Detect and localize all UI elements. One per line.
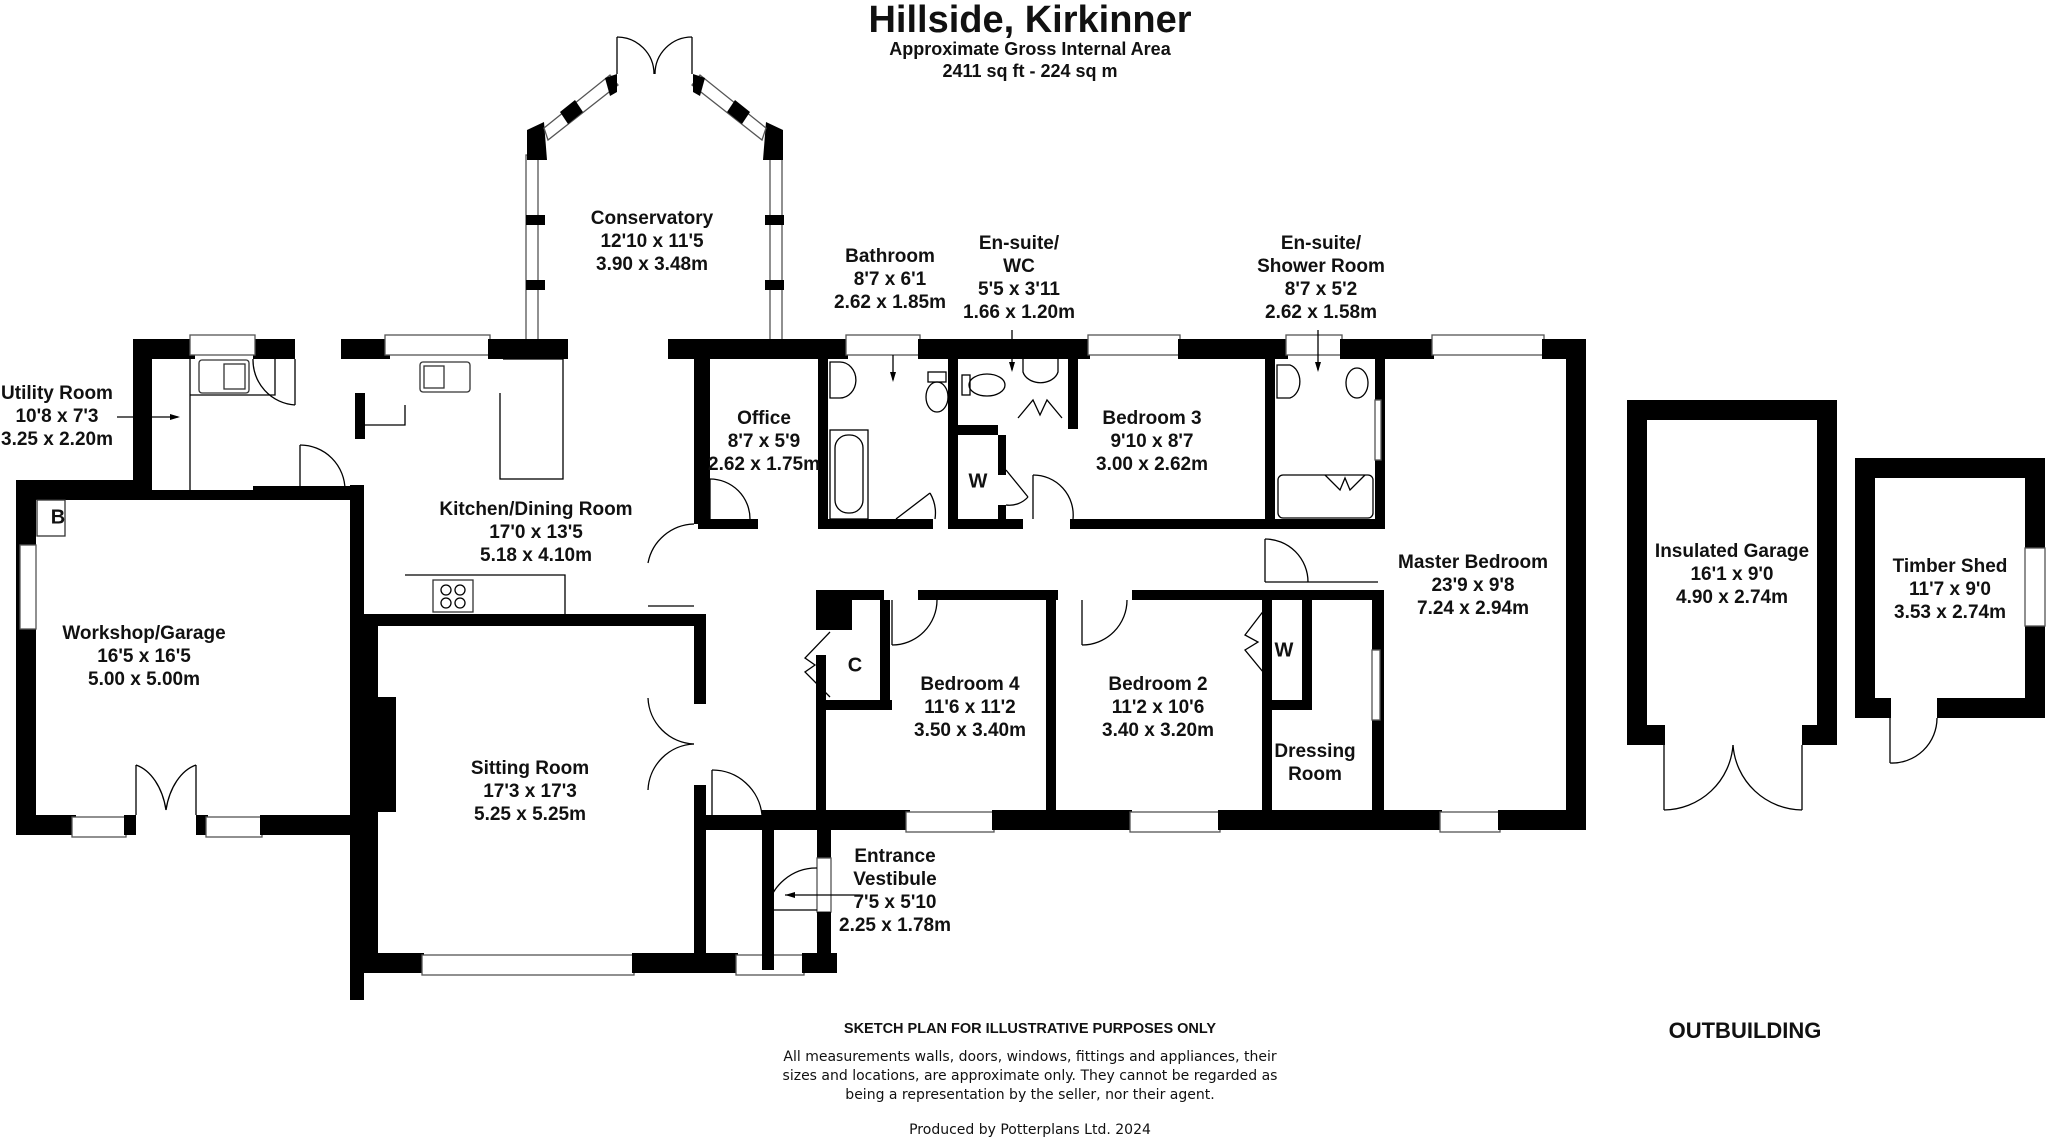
room-label-bathroom: Bathroom 8'7 x 6'1 2.62 x 1.85m: [834, 246, 946, 313]
cupboard-marker: C: [847, 654, 863, 677]
room-label-bedroom-3: Bedroom 3 9'10 x 8'7 3.00 x 2.62m: [1096, 408, 1208, 475]
boiler-marker: B: [50, 506, 66, 529]
room-label-timber-shed: Timber Shed 11'7 x 9'0 3.53 x 2.74m: [1892, 556, 2008, 623]
pointer-arrows: [117, 330, 1321, 420]
room-label-sitting-room: Sitting Room 17'3 x 17'3 5.25 x 5.25m: [470, 758, 590, 825]
room-label-master-bedroom: Master Bedroom 23'9 x 9'8 7.24 x 2.94m: [1398, 552, 1548, 619]
wardrobe-marker-bedroom-3: W: [968, 470, 988, 493]
room-label-ensuite-wc: En-suite/ WC 5'5 x 3'11 1.66 x 1.20m: [963, 233, 1075, 323]
room-label-ensuite-shower: En-suite/ Shower Room 8'7 x 5'2 2.62 x 1…: [1257, 233, 1385, 323]
room-label-bedroom-4: Bedroom 4 11'6 x 11'2 3.50 x 3.40m: [914, 674, 1026, 741]
room-label-workshop-garage: Workshop/Garage 16'5 x 16'5 5.00 x 5.00m: [62, 623, 226, 690]
room-label-bedroom-2: Bedroom 2 11'2 x 10'6 3.40 x 3.20m: [1102, 674, 1214, 741]
conservatory-walls: [525, 36, 784, 341]
room-label-office: Office 8'7 x 5'9 2.62 x 1.75m: [708, 408, 820, 475]
room-label-dressing-room: Dressing Room: [1274, 741, 1356, 785]
disclaimer-text: All measurements walls, doors, windows, …: [782, 1049, 1278, 1103]
wardrobe-marker-bedroom-2: W: [1274, 639, 1294, 662]
plan-title: Hillside, Kirkinner: [868, 0, 1192, 41]
room-label-utility: Utility Room 10'8 x 7'3 3.25 x 2.20m: [1, 383, 113, 450]
room-label-kitchen-dining: Kitchen/Dining Room 17'0 x 13'5 5.18 x 4…: [439, 499, 633, 566]
room-label-entrance-vestibule: Entrance Vestibule 7'5 x 5'10 2.25 x 1.7…: [839, 846, 951, 936]
producer-credit: Produced by Potterplans Ltd. 2024: [909, 1122, 1151, 1138]
outbuilding-label: OUTBUILDING: [1668, 1018, 1822, 1043]
disclaimer-heading: SKETCH PLAN FOR ILLUSTRATIVE PURPOSES ON…: [843, 1021, 1217, 1037]
room-label-conservatory: Conservatory 12'10 x 11'5 3.90 x 3.48m: [590, 208, 714, 275]
main-house-walls: [16, 334, 1586, 1000]
room-label-insulated-garage: Insulated Garage 16'1 x 9'0 4.90 x 2.74m: [1654, 541, 1810, 608]
plan-area: 2411 sq ft - 224 sq m: [942, 61, 1118, 81]
outbuilding-walls: [1627, 400, 2046, 811]
plan-subtitle: Approximate Gross Internal Area: [889, 39, 1171, 59]
